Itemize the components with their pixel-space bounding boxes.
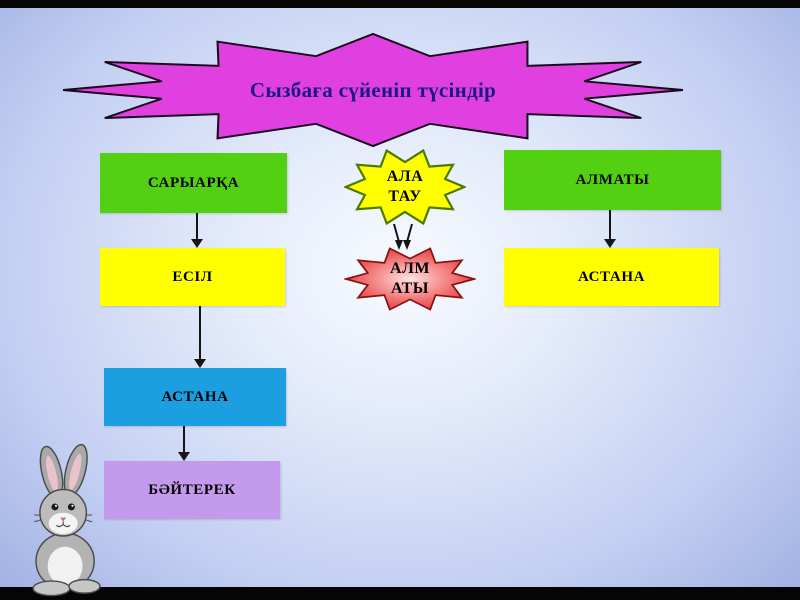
arrow-line	[199, 306, 201, 361]
title-banner: Сызбаға сүйеніп түсіндір	[58, 32, 688, 148]
arrow-head-icon	[178, 452, 190, 461]
ala-tau-line1: АЛА	[386, 168, 424, 185]
box-baiterek: БӘЙТЕРЕК	[104, 461, 280, 519]
rabbit-mascot-image	[32, 443, 101, 597]
flow-arrows-alatau-almaty	[393, 224, 413, 250]
almaty-line1: АЛМ	[389, 260, 431, 277]
ala-tau-label: АЛА ТАУ	[344, 147, 466, 227]
almaty-burst-label: АЛМ АТЫ	[344, 245, 476, 313]
arrow-head-icon	[604, 239, 616, 248]
flow-arrow-almaty-astana	[604, 210, 616, 248]
rabbit-ears	[39, 443, 88, 499]
flow-arrow-esil-astana	[194, 306, 206, 368]
flow-arrow-saryarka-esil	[191, 213, 203, 248]
ala-tau-burst-shape	[344, 148, 466, 226]
almaty-line2: АТЫ	[390, 280, 430, 297]
burst-almaty: АЛМ АТЫ	[344, 245, 476, 313]
arrow-line	[196, 213, 198, 241]
bottom-letterbox-bar	[0, 587, 800, 600]
flow-arrow-astana-baiterek	[178, 426, 190, 461]
box-esil: ЕСІЛ	[100, 248, 285, 306]
box-saryarka: САРЫАРҚА	[100, 153, 287, 213]
title-burst-shape	[62, 32, 684, 148]
arrow-head-icon	[191, 239, 203, 248]
box-astana-left: АСТАНА	[104, 368, 286, 426]
box-almaty-right: АЛМАТЫ	[504, 150, 721, 210]
arrow-line	[609, 210, 611, 241]
top-letterbox-bar	[0, 0, 800, 8]
slide-title: Сызбаға сүйеніп түсіндір	[249, 77, 497, 102]
ala-tau-line2: ТАУ	[388, 188, 422, 205]
arrow-head-icon	[194, 359, 206, 368]
arrow-line	[183, 426, 185, 454]
box-astana-right: АСТАНА	[504, 248, 719, 306]
almaty-burst-shape	[344, 247, 476, 311]
burst-ala-tau: АЛА ТАУ	[344, 147, 466, 227]
